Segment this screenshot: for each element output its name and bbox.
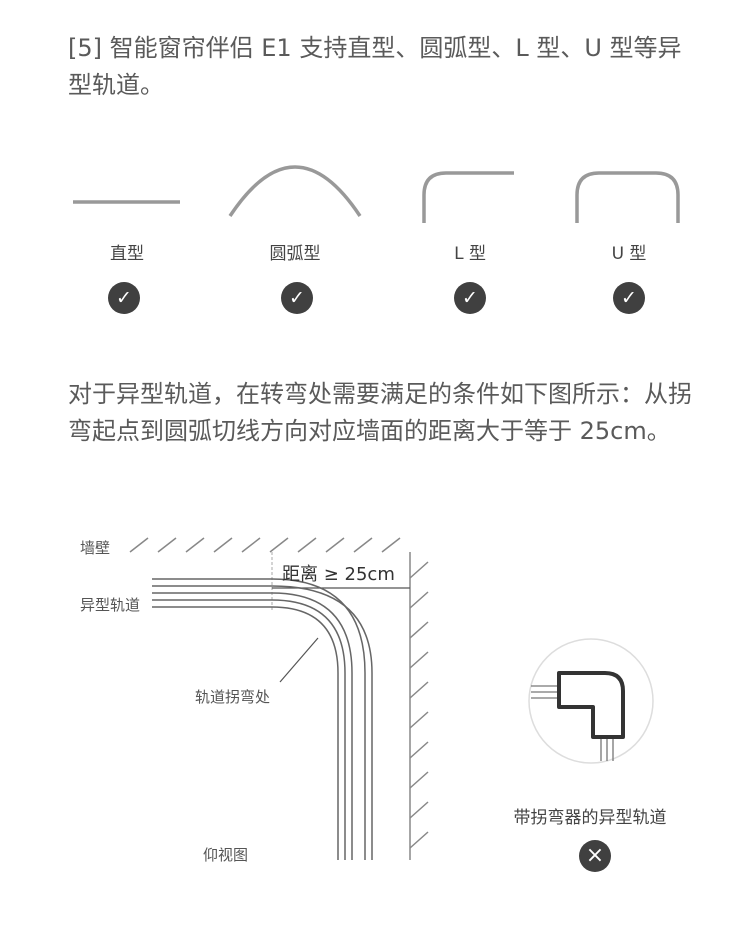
bracket-caption: 带拐弯器的异型轨道: [513, 808, 667, 828]
distance-label: 距离 ≥ 25cm: [282, 564, 395, 585]
track-label-straight: 直型: [110, 244, 144, 264]
track-label-arc: 圆弧型: [269, 244, 321, 264]
check-icon: ✓: [108, 282, 140, 314]
track-label: 异型轨道: [80, 596, 141, 614]
corner-bracket-illustration: [528, 638, 654, 764]
view-label: 仰视图: [203, 846, 249, 864]
condition-paragraph: 对于异型轨道，在转弯处需要满足的条件如下图所示：从拐弯起点到圆弧切线方向对应墙面…: [68, 380, 692, 445]
check-icon: ✓: [613, 282, 645, 314]
track-label-l: L 型: [454, 244, 486, 264]
l-track-shape: [422, 171, 514, 223]
straight-track-shape: [73, 200, 180, 204]
check-icon: ✓: [454, 282, 486, 314]
wall-label: 墙壁: [80, 539, 111, 557]
bend-label: 轨道拐弯处: [195, 688, 271, 706]
bend-diagram: [129, 537, 429, 860]
cross-icon: ×: [579, 840, 611, 872]
track-label-u: U 型: [611, 244, 647, 264]
u-track-shape: [575, 171, 680, 223]
check-icon: ✓: [281, 282, 313, 314]
arc-track-shape: [228, 165, 362, 217]
intro-paragraph: [5] 智能窗帘伴侣 E1 支持直型、圆弧型、L 型、U 型等异型轨道。: [68, 34, 682, 99]
